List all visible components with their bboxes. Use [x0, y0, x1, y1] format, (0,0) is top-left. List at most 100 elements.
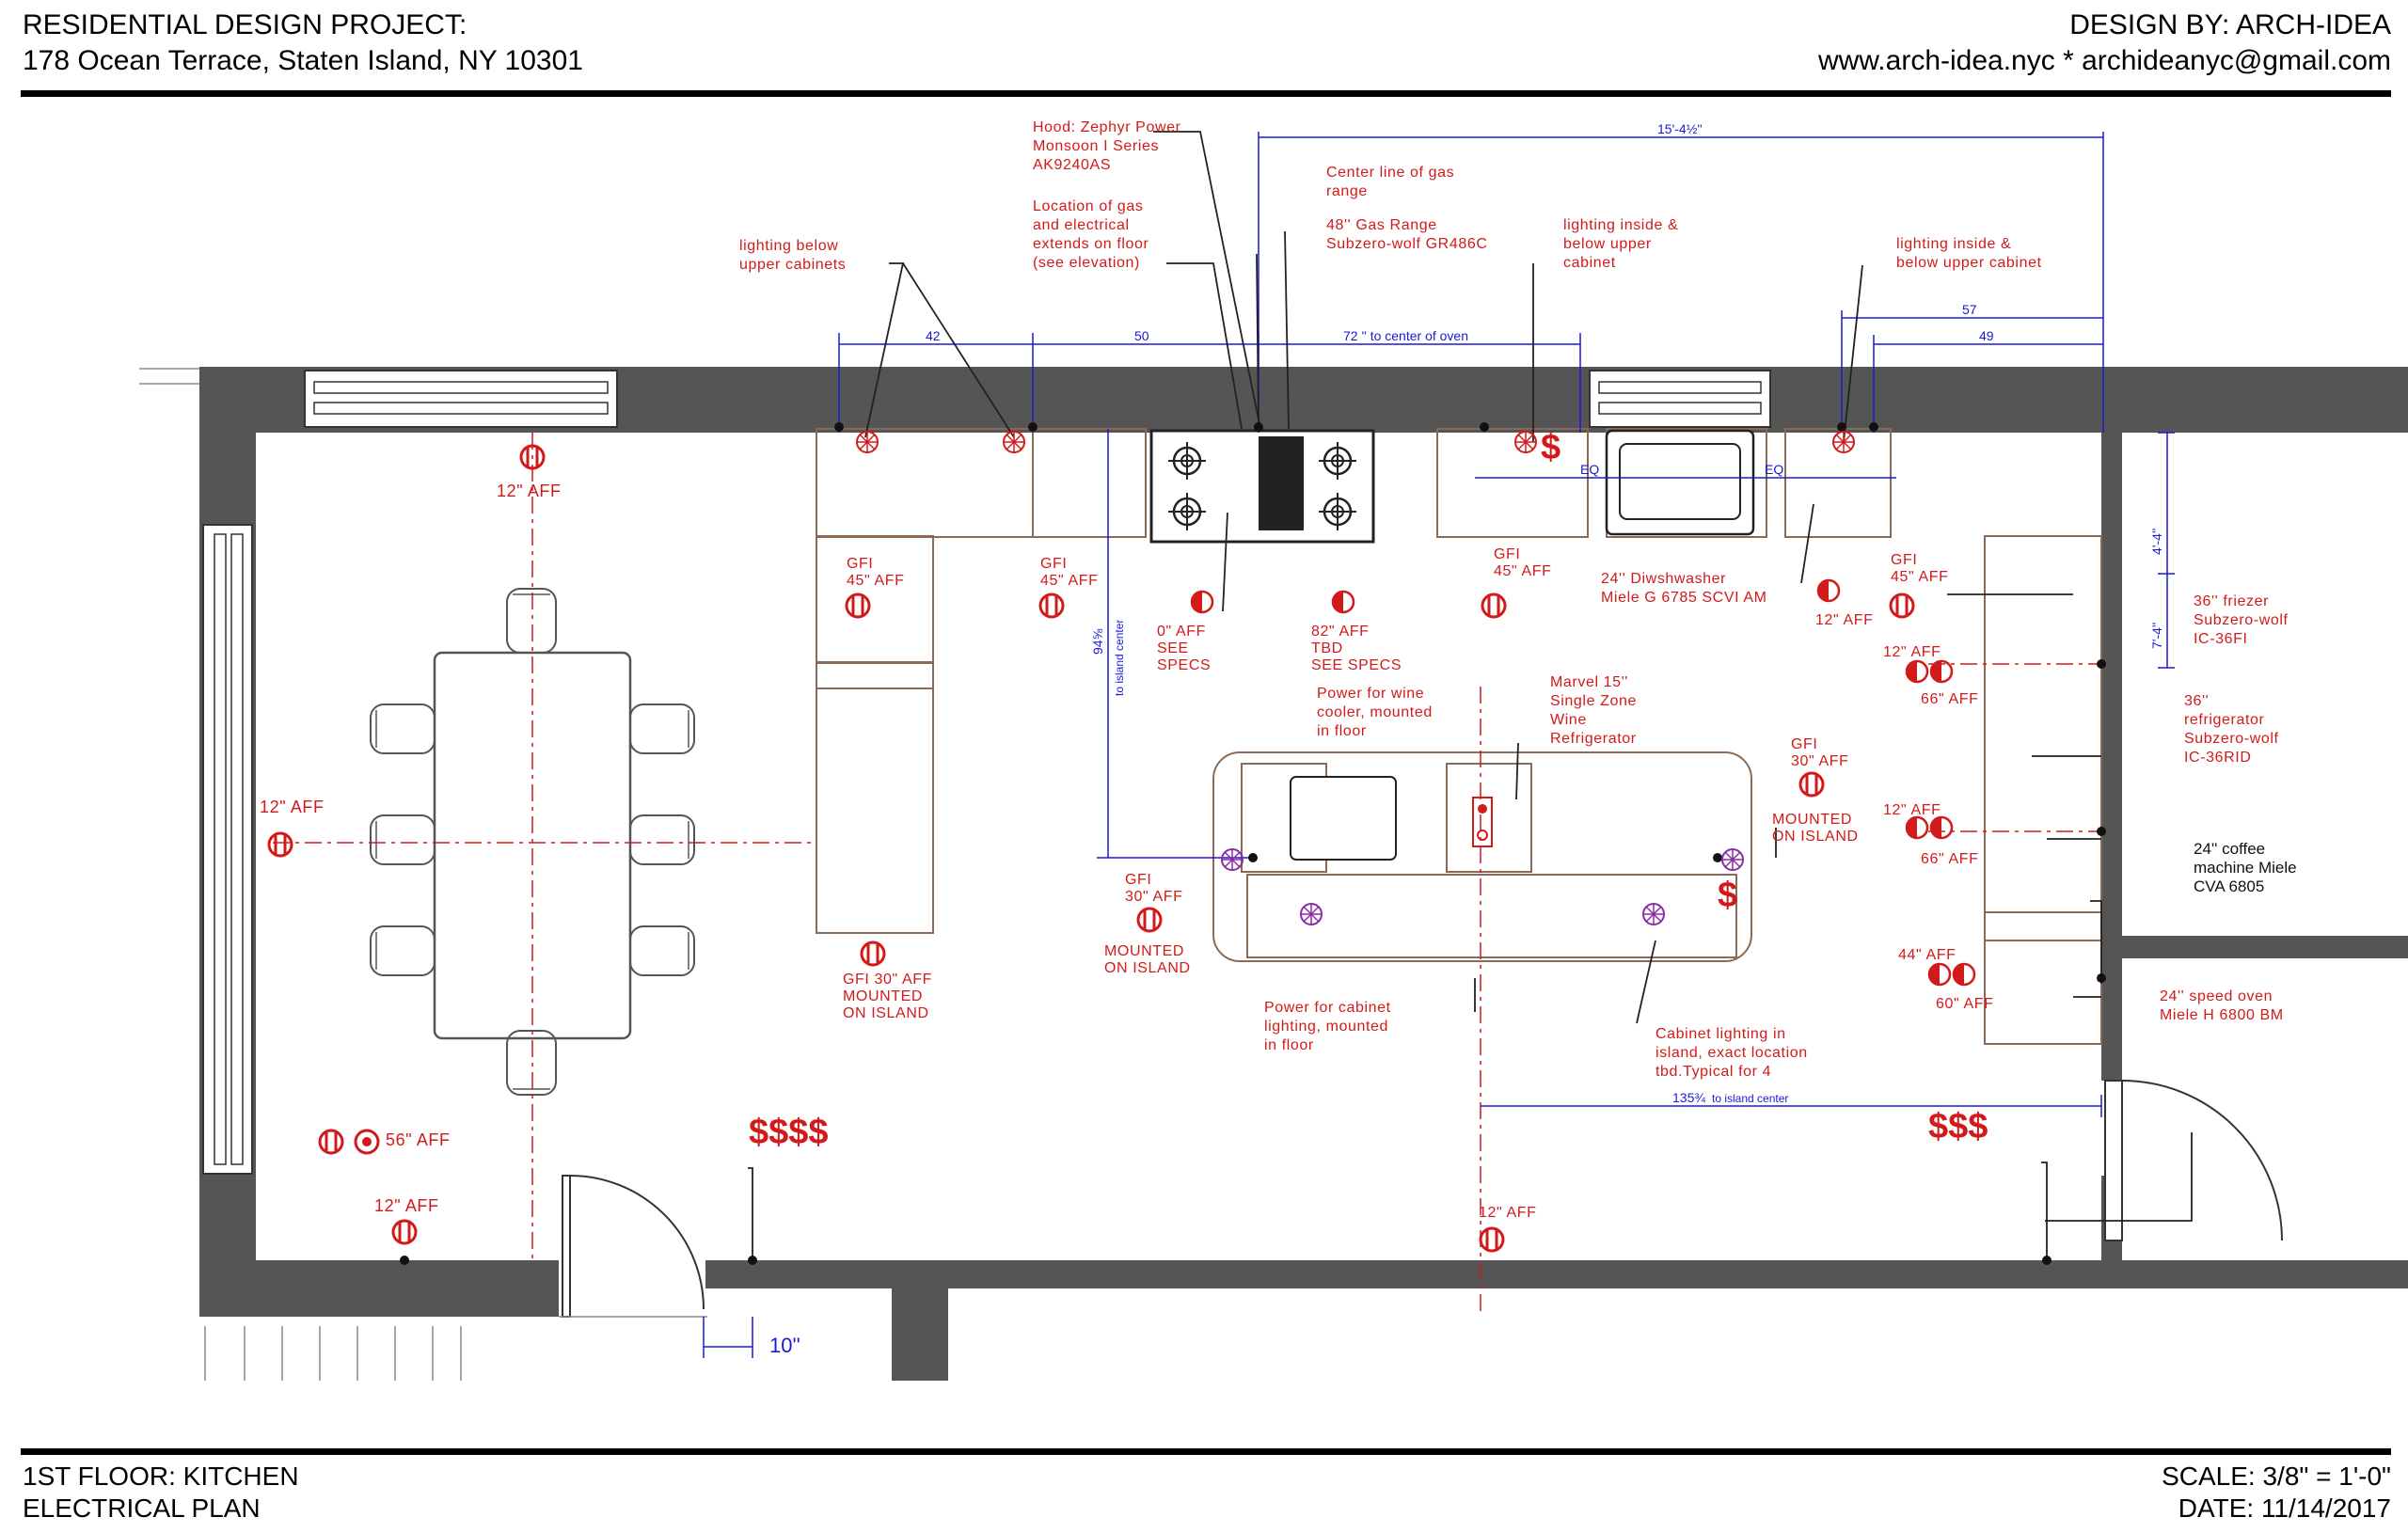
half-receptacle-icon	[1927, 962, 1952, 987]
receptacle-icon	[391, 1219, 418, 1245]
light-fixture-icon	[1514, 431, 1537, 453]
light-fixture-icon	[856, 431, 879, 453]
project-address: 178 Ocean Terrace, Staten Island, NY 103…	[23, 45, 583, 76]
svg-text:60" AFF: 60" AFF	[1936, 996, 1993, 1012]
svg-text:7'-4'': 7'-4''	[2149, 623, 2164, 649]
project-header: RESIDENTIAL DESIGN PROJECT: 178 Ocean Te…	[23, 8, 583, 79]
svg-text:12" AFF: 12" AFF	[1883, 802, 1941, 818]
designer-contact[interactable]: www.arch-idea.nyc * archideanyc@gmail.co…	[1817, 45, 2391, 76]
svg-text:72 '' to center of oven: 72 '' to center of oven	[1343, 328, 1468, 343]
half-receptacle-icon	[1929, 815, 1954, 840]
svg-text:12" AFF: 12" AFF	[260, 798, 325, 816]
svg-text:12" AFF: 12" AFF	[1815, 612, 1873, 628]
exterior-lines	[139, 368, 462, 1381]
half-receptacle-icon	[1905, 815, 1929, 840]
svg-text:135¾: 135¾	[1672, 1090, 1705, 1105]
leader-lines	[748, 131, 2193, 1260]
svg-text:66" AFF: 66" AFF	[1921, 851, 1978, 867]
svg-text:57: 57	[1962, 302, 1977, 317]
door-right[interactable]	[2101, 1067, 2283, 1241]
half-receptacle-icon	[1929, 659, 1954, 684]
receptacle-icon	[845, 593, 871, 619]
svg-text:12" AFF: 12" AFF	[497, 482, 562, 500]
sheet-scale: SCALE: 3/8" = 1'-0"	[2162, 1462, 2391, 1491]
sheet-title-line1: 1ST FLOOR: KITCHEN	[23, 1462, 299, 1491]
half-receptacle-icon	[1331, 590, 1355, 614]
receptacle-icon	[1798, 771, 1825, 798]
sink-island	[1290, 776, 1397, 861]
svg-text:EQ: EQ	[1765, 462, 1783, 477]
sheet-title-line2: ELECTRICAL PLAN	[23, 1493, 261, 1523]
cabinet-light-icon	[1221, 848, 1244, 871]
half-receptacle-icon	[1905, 659, 1929, 684]
receptacle-icon	[860, 940, 886, 967]
window-left	[202, 524, 253, 1175]
svg-text:56" AFF: 56" AFF	[386, 1130, 451, 1149]
svg-text:4'-4'': 4'-4''	[2149, 529, 2164, 555]
cabinets	[816, 428, 2102, 1045]
junction-dots	[400, 422, 2106, 1265]
svg-text:10'': 10''	[769, 1334, 800, 1357]
cabinet-light-icon	[1642, 903, 1665, 925]
svg-text:lighting inside &below upper c: lighting inside &below upper cabinet	[1896, 236, 2042, 271]
project-label: RESIDENTIAL DESIGN PROJECT:	[23, 9, 467, 40]
gas-range	[1149, 429, 1375, 544]
svg-text:15'-4½'': 15'-4½''	[1657, 121, 1703, 136]
dimension-lines	[703, 132, 2175, 1358]
svg-text:66" AFF: 66" AFF	[1921, 691, 1978, 707]
half-receptacle-icon	[1952, 962, 1976, 987]
designer-name: DESIGN BY: ARCH-IDEA	[2069, 9, 2391, 40]
dimension-labels: 15'-4½'' 42 50 72 '' to center of oven 5…	[769, 121, 2164, 1357]
svg-text:EQ: EQ	[1580, 462, 1599, 477]
light-fixture-icon	[1003, 431, 1025, 453]
cabinet-light-icon	[1300, 903, 1323, 925]
window-top-left	[304, 370, 618, 428]
svg-text:12" AFF: 12" AFF	[1883, 644, 1941, 660]
switch-group-three: $$$	[1928, 1107, 1988, 1146]
wine-power-icon	[1472, 797, 1493, 847]
svg-text:to island center: to island center	[1712, 1092, 1788, 1105]
half-receptacle-icon	[1816, 578, 1841, 603]
header-rule	[21, 90, 2391, 97]
sheet-title: 1ST FLOOR: KITCHEN ELECTRICAL PLAN	[23, 1461, 299, 1525]
svg-text:12" AFF: 12" AFF	[374, 1196, 439, 1215]
svg-text:50: 50	[1134, 328, 1149, 343]
receptacle-icon	[1136, 907, 1163, 933]
receptacle-icon	[1481, 593, 1507, 619]
svg-text:to island center: to island center	[1113, 620, 1126, 696]
switch-symbol: $	[1718, 876, 1737, 915]
cabinet-light-icon	[1721, 848, 1744, 871]
window-top-right	[1589, 370, 1771, 428]
center-lines	[273, 433, 2101, 1317]
floor-receptacle-icon	[354, 1129, 380, 1155]
receptacle-icon	[318, 1129, 344, 1155]
designer-header: DESIGN BY: ARCH-IDEA www.arch-idea.nyc *…	[1818, 8, 2391, 79]
switch-symbol: $	[1541, 428, 1560, 467]
door-bottom[interactable]	[559, 1175, 707, 1318]
sheet-date: DATE: 11/14/2017	[2178, 1493, 2391, 1523]
receptacle-icon	[1889, 593, 1915, 619]
